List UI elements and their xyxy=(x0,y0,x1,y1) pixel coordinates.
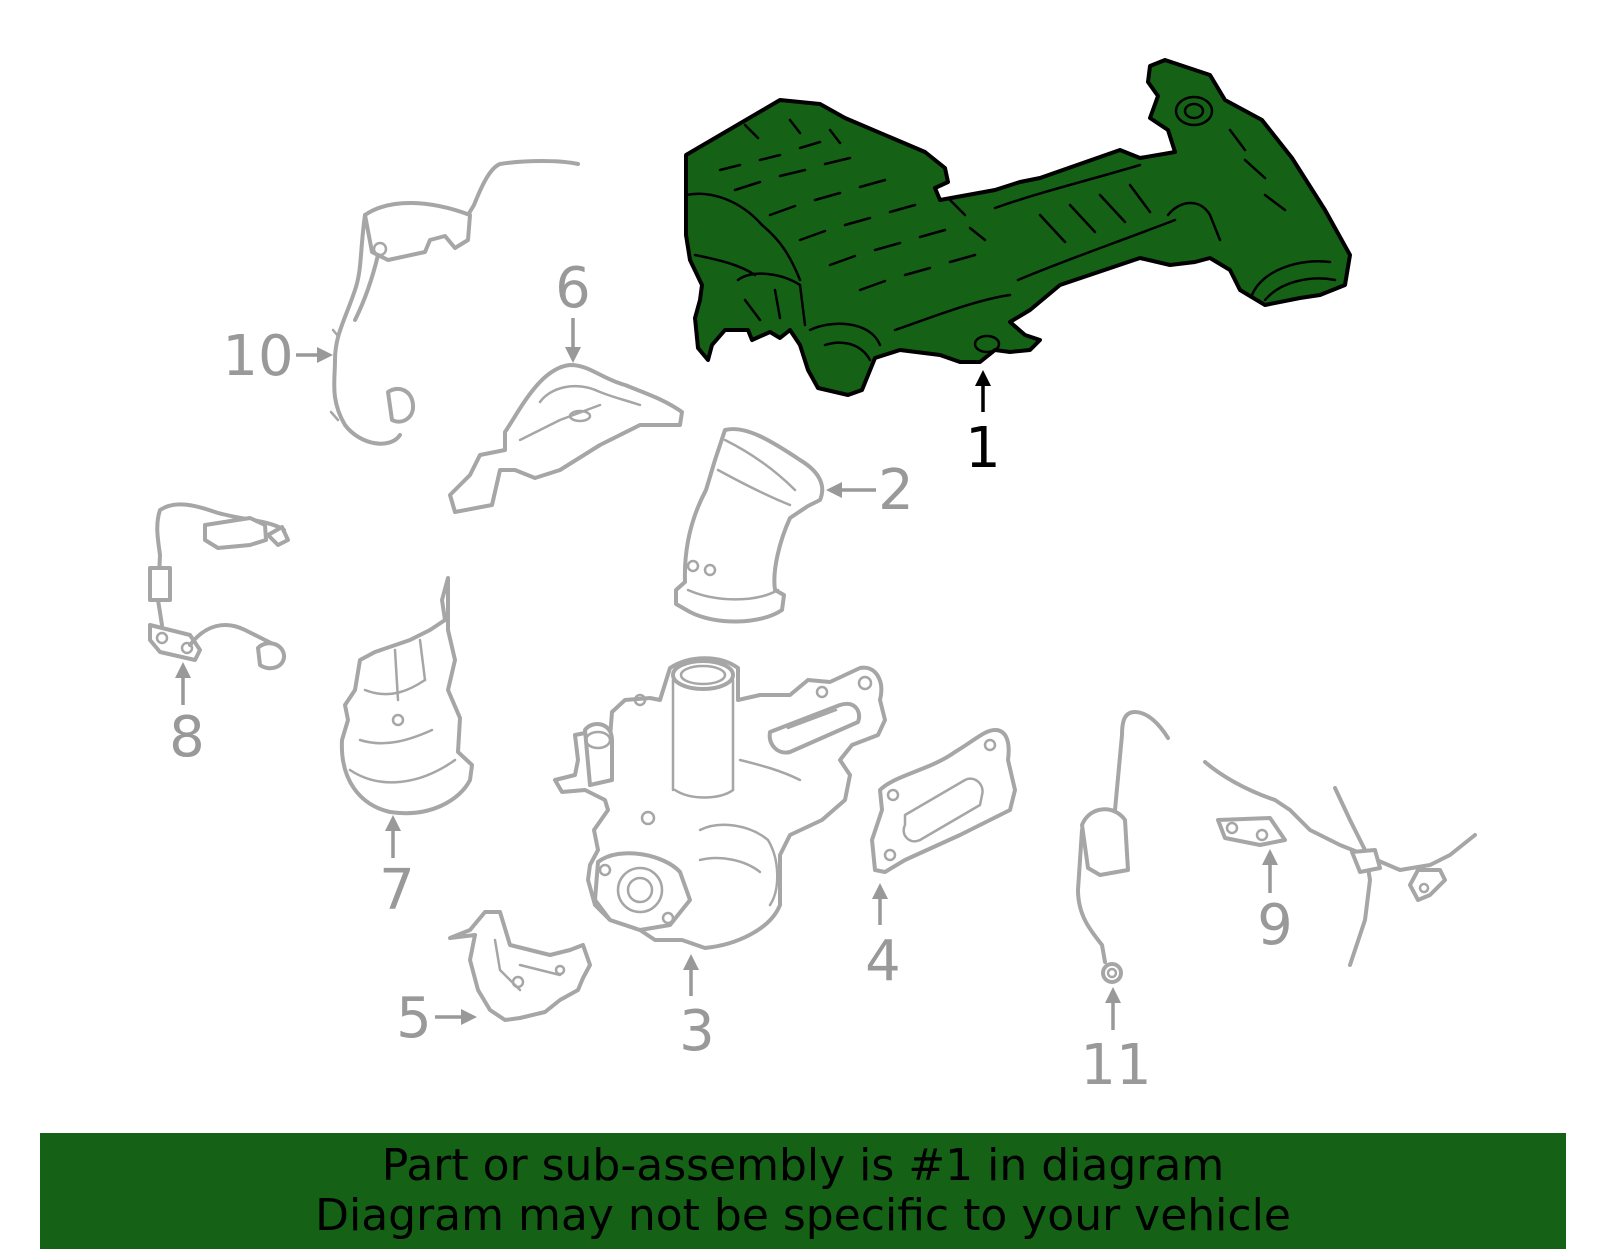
arrowhead-3 xyxy=(683,954,699,970)
banner-line-2: Diagram may not be specific to your vehi… xyxy=(315,1190,1291,1241)
callout-10[interactable]: 10 xyxy=(222,324,293,389)
info-banner: Part or sub-assembly is #1 in diagram Di… xyxy=(40,1133,1566,1249)
parts-diagram: 1 2 3 4 5 6 7 8 9 10 11 xyxy=(148,58,1477,1098)
part-5-bracket[interactable] xyxy=(448,910,592,1022)
part-8-pipe-bracket[interactable] xyxy=(148,502,290,671)
callout-4[interactable]: 4 xyxy=(865,929,901,994)
callout-7[interactable]: 7 xyxy=(379,858,415,923)
part-3-turbocharger[interactable] xyxy=(553,656,887,950)
part-10-pipe[interactable] xyxy=(329,159,580,446)
part-9-branched-pipe[interactable] xyxy=(1203,760,1477,967)
callout-5[interactable]: 5 xyxy=(396,986,432,1051)
callout-arrows xyxy=(175,318,1278,1030)
arrowhead-1 xyxy=(975,370,991,386)
arrowhead-2 xyxy=(826,482,842,498)
part-11-pipe[interactable] xyxy=(1076,710,1170,984)
part-4-gasket[interactable] xyxy=(870,728,1017,874)
callout-8[interactable]: 8 xyxy=(169,705,205,770)
arrowhead-6 xyxy=(565,347,581,363)
callout-6[interactable]: 6 xyxy=(555,256,591,321)
callout-2[interactable]: 2 xyxy=(878,458,914,523)
arrowhead-9 xyxy=(1262,849,1278,865)
arrowhead-11 xyxy=(1105,987,1121,1003)
arrowhead-7 xyxy=(385,815,401,831)
callout-9[interactable]: 9 xyxy=(1257,893,1293,958)
arrowhead-5 xyxy=(461,1009,477,1025)
callout-1[interactable]: 1 xyxy=(965,416,1001,481)
part-7-heat-shield[interactable] xyxy=(339,576,474,816)
callout-11[interactable]: 11 xyxy=(1080,1033,1151,1098)
arrowhead-8 xyxy=(175,662,191,678)
part-2-intake-tube[interactable] xyxy=(674,427,825,624)
part-1-intake-manifold[interactable] xyxy=(684,58,1352,397)
arrowhead-10 xyxy=(317,347,333,363)
callout-labels: 1 2 3 4 5 6 7 8 9 10 11 xyxy=(169,256,1293,1098)
banner-line-1: Part or sub-assembly is #1 in diagram xyxy=(381,1140,1225,1191)
part-6-heat-shield[interactable] xyxy=(448,363,684,514)
arrowhead-4 xyxy=(872,883,888,899)
callout-3[interactable]: 3 xyxy=(679,999,715,1064)
